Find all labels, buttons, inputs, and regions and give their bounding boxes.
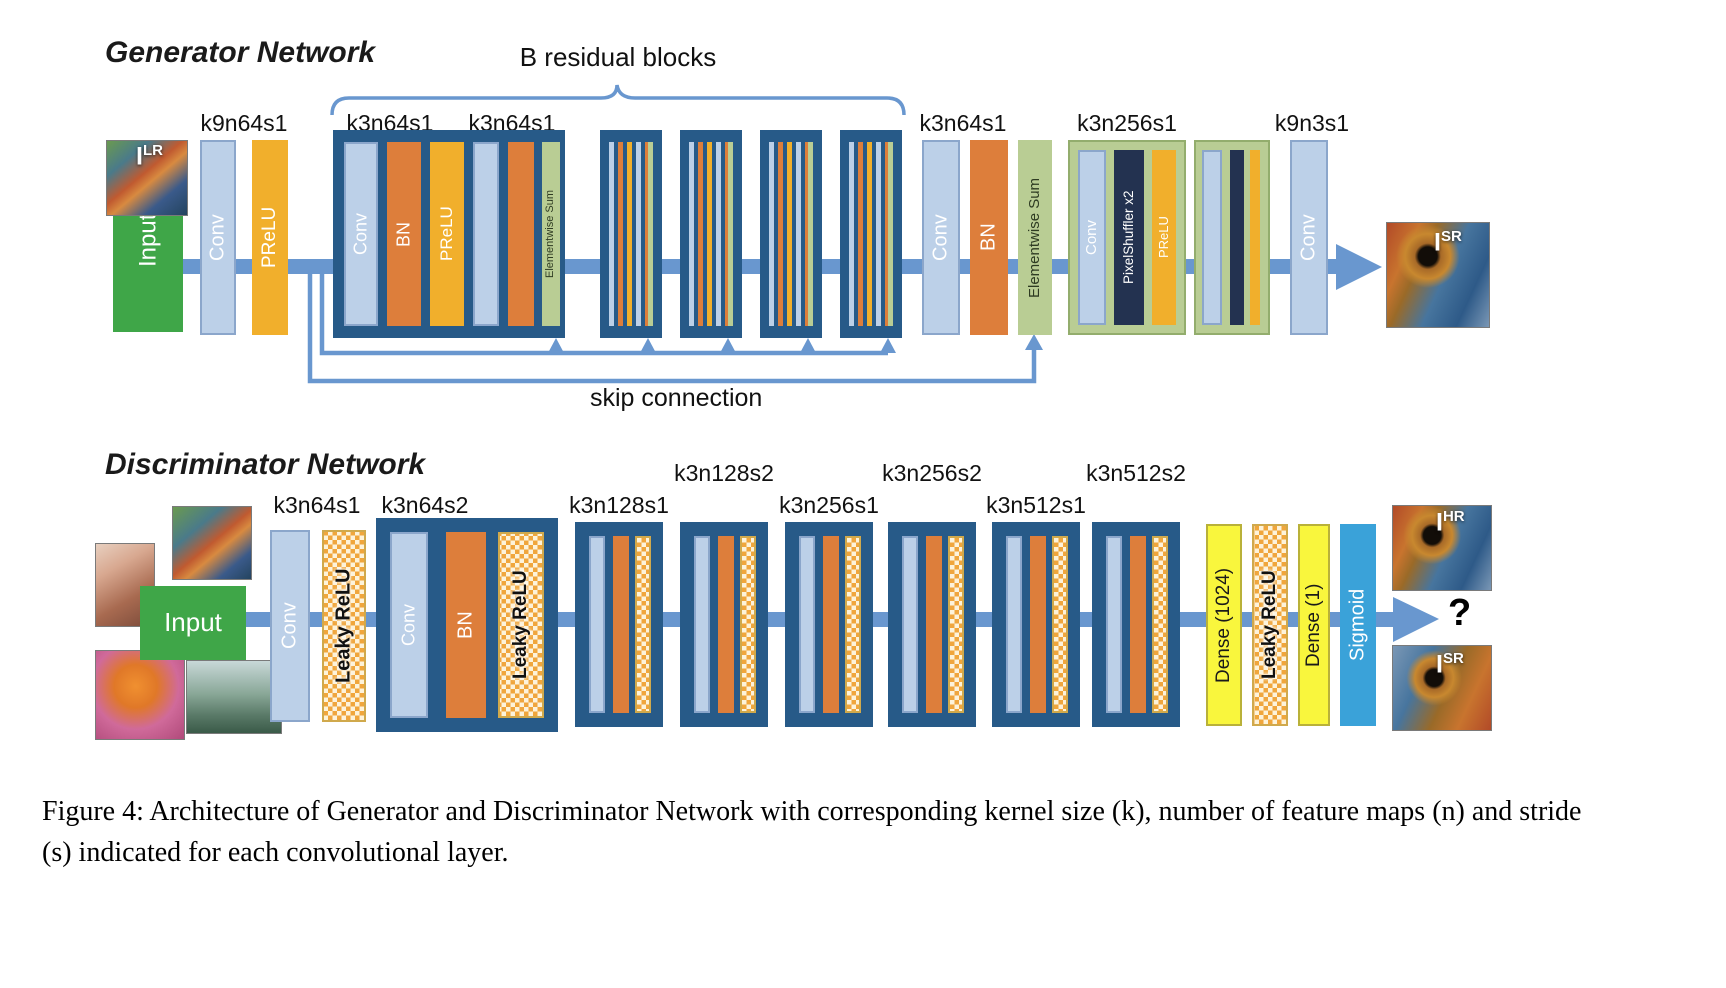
conv-stripe [589,536,605,713]
layer-label-k3n256s1: k3n256s1 [1077,110,1177,136]
dense-1024-block: Dense (1024) [1206,524,1242,726]
dense-1-block: Dense (1) [1298,524,1330,726]
bn-stripe [823,536,839,713]
output-image-hr-label: IHR [1436,508,1465,537]
prelu-block: PReLU [430,142,464,326]
generator-flow-arrowhead [1336,244,1382,290]
image-superscript: LR [142,142,163,159]
layer-label-k9n3s1: k9n3s1 [1274,110,1350,136]
output-image-sr2 [1392,645,1492,731]
residual-block-stripes [689,142,733,326]
conv-block [473,142,499,326]
layer-label-k3n512s1: k3n512s1 [986,492,1086,518]
conv-block: Conv [200,140,236,335]
residual-skip-connection-line [319,273,888,356]
elementwise-sum-block: Elementwise Sum [542,142,560,326]
image-superscript: SR [1442,650,1464,667]
layer-label-k3n256s2: k3n256s2 [882,460,982,486]
discriminator-flow-arrowhead [1393,597,1439,642]
question-mark: ? [1448,592,1472,634]
skip-arrowhead [800,338,816,353]
prelu-block: PReLU [1152,150,1176,325]
conv-block [1202,150,1222,325]
image-superscript: HR [1442,508,1465,525]
bn-block: BN [446,532,486,718]
skip-arrowhead [880,338,896,353]
skip-connection-label: skip connection [590,384,763,412]
leaky-relu-block: Leaky ReLU [1252,524,1288,726]
bn-stripe [926,536,942,713]
layer-label-k3n64s1: k3n64s1 [273,492,361,518]
bn-stripe [1030,536,1046,713]
residual-block-stripes [609,142,653,326]
bn-block: BN [387,142,421,326]
layer-label-k3n64s2: k3n64s2 [381,492,469,518]
conv-block: Conv [344,142,378,326]
conv-stripe [799,536,815,713]
pixelshuffler-block: PixelShuffler x2 [1114,150,1144,325]
bn-stripe [613,536,629,713]
long-skip-connection-line [307,273,1037,384]
output-image-sr-label: ISR [1434,228,1462,257]
input-photo-butterfly [95,650,185,740]
output-image-sr2-label: ISR [1436,650,1464,679]
layer-label-k3n256s1: k3n256s1 [779,492,879,518]
leaky-relu-stripe [845,536,861,713]
conv-stripe [694,536,710,713]
conv-block: Conv [270,530,310,722]
prelu-block [1250,150,1260,325]
skip-arrowhead [640,338,656,353]
output-image-sr [1386,222,1490,328]
layer-label-k9n64s1: k9n64s1 [200,110,288,136]
skip-arrowhead [548,338,564,353]
discriminator-input-block: Input [140,586,246,660]
pixelshuffler-block [1230,150,1244,325]
input-image-lr-label: ILR [136,142,163,171]
leaky-relu-stripe [1152,536,1168,713]
layer-label-k3n128s2: k3n128s2 [674,460,774,486]
layer-label-k3n128s1: k3n128s1 [569,492,669,518]
leaky-relu-stripe [635,536,651,713]
prelu-block: PReLU [252,140,288,335]
bn-block [508,142,534,326]
bn-stripe [718,536,734,713]
input-photo-baboon [172,506,252,580]
conv-stripe [1006,536,1022,713]
generator-title: Generator Network [105,36,376,69]
residual-brace [330,84,906,116]
image-symbol: I [1436,508,1443,537]
figure-caption: Figure 4: Architecture of Generator and … [42,796,1582,868]
bn-block: BN [970,140,1008,335]
conv-block: Conv [390,532,428,718]
conv-block: Conv [922,140,960,335]
layer-label-k3n64s1: k3n64s1 [919,110,1007,136]
image-symbol: I [136,142,143,171]
long-skip-arrowhead [1025,334,1043,350]
residual-blocks-label: B residual blocks [519,42,717,72]
leaky-relu-block: Leaky ReLU [498,532,544,718]
conv-stripe [902,536,918,713]
image-symbol: I [1434,228,1441,257]
skip-arrowhead [720,338,736,353]
discriminator-title: Discriminator Network [105,448,426,481]
conv-stripe [1106,536,1122,713]
bn-stripe [1130,536,1146,713]
conv-block: Conv [1290,140,1328,335]
leaky-relu-block: Leaky ReLU [322,530,366,722]
residual-block-stripes [769,142,813,326]
input-photo-water [186,660,282,734]
residual-block-stripes [849,142,893,326]
image-superscript: SR [1440,228,1462,245]
elementwise-sum-block: Elementwise Sum [1018,140,1052,335]
image-symbol: I [1436,650,1443,679]
input-image-lr [106,140,188,216]
layer-label-k3n512s2: k3n512s2 [1086,460,1186,486]
leaky-relu-stripe [1052,536,1068,713]
sigmoid-block: Sigmoid [1340,524,1376,726]
output-image-hr [1392,505,1492,591]
leaky-relu-stripe [740,536,756,713]
conv-block: Conv [1078,150,1106,325]
leaky-relu-stripe [948,536,964,713]
